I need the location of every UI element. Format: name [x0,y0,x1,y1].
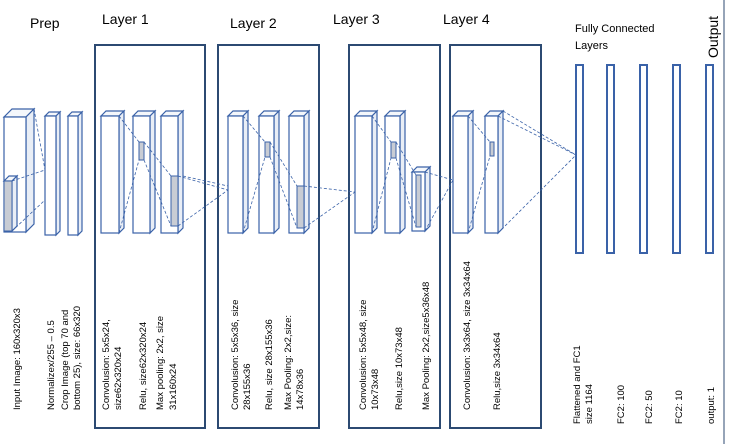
header-layer3: Layer 3 [333,11,380,27]
layer2-block [217,44,320,429]
label-l2-relu: Relu, size 28x155x36 [264,319,275,410]
label-fc2-10: FC2: 10 [674,390,685,424]
header-output: Output [705,16,721,58]
l1-pool-slab [159,109,185,235]
label-l1-conv-line1: Convolusion: 5x5x24, [101,319,112,410]
layer1-block [94,44,206,429]
header-layer1: Layer 1 [102,11,149,27]
label-flattened-line2: size 1164 [584,384,595,424]
label-l4-relu: Relu,size 3x34x64 [492,332,503,410]
crop-slab [66,110,84,237]
label-fc2-50: FC2: 50 [644,390,655,424]
l2-conv-slab [226,109,250,235]
header-layer4: Layer 4 [443,11,490,27]
header-layer2: Layer 2 [230,15,277,31]
header-fc-line1: Fully Connected [575,23,655,35]
label-l3-pool: Max Pooling: 2x2,size5x36x48 [421,282,432,410]
label-flattened-line1: Flattened and FC1 [572,345,583,424]
layer3-block [348,44,441,429]
l4-conv-slab [451,109,475,235]
fc3-bar [639,64,648,254]
header-fc-line2: Layers [575,40,609,52]
label-crop-line1: Crop Image (top 70 and [60,310,71,410]
l2-relu-slab [257,109,281,235]
l3-pool-slab [410,165,432,233]
label-normalize: Normalizex/255 – 0.5 [46,320,57,410]
l3-conv-slab [353,109,379,235]
label-l2-conv-line2: 28x155x36 [242,364,253,410]
output-bar [705,64,714,254]
input-slab [2,107,36,234]
projection-lines [11,108,577,234]
layer4-block [449,44,542,429]
label-l1-pool-line2: 31x160x24 [168,364,179,410]
label-output: output: 1 [706,387,717,424]
l3-relu-slab [383,109,407,235]
label-l3-relu: Relu,size 10x73x48 [394,327,405,410]
label-l1-relu: Relu, size62x320x24 [138,322,149,410]
label-l3-conv-line2: 10x73x48 [370,369,381,410]
normalize-slab [43,110,62,237]
label-fc2-100: FC2: 100 [616,385,627,424]
label-crop-line2: bottom 25), size: 66x320 [72,306,83,410]
label-l1-conv-line2: size62x320x24 [113,347,124,410]
label-l4-conv: Convolusion: 3x3x64, size 3x34x64 [462,261,473,410]
l4-relu-slab [483,109,505,235]
label-l2-pool-line1: Max Pooling: 2x2,size: [283,315,294,410]
l1-relu-slab [131,109,157,235]
label-l2-conv-line1: Convolusion: 5x5x36, size [230,300,241,410]
label-l2-pool-line2: 14x78x36 [295,369,306,410]
fc4-bar [672,64,681,254]
label-input: Input Image: 160x320x3 [12,308,23,410]
label-l1-pool-line1: Max pooling: 2x2, size [155,316,166,410]
header-prep: Prep [30,15,60,31]
label-l3-conv-line1: Convolusion: 5x5x48, size [358,300,369,410]
l1-conv-slab [99,109,126,235]
l2-pool-slab [287,109,311,235]
fc2-bar [606,64,615,254]
fc1-bar [575,64,584,254]
